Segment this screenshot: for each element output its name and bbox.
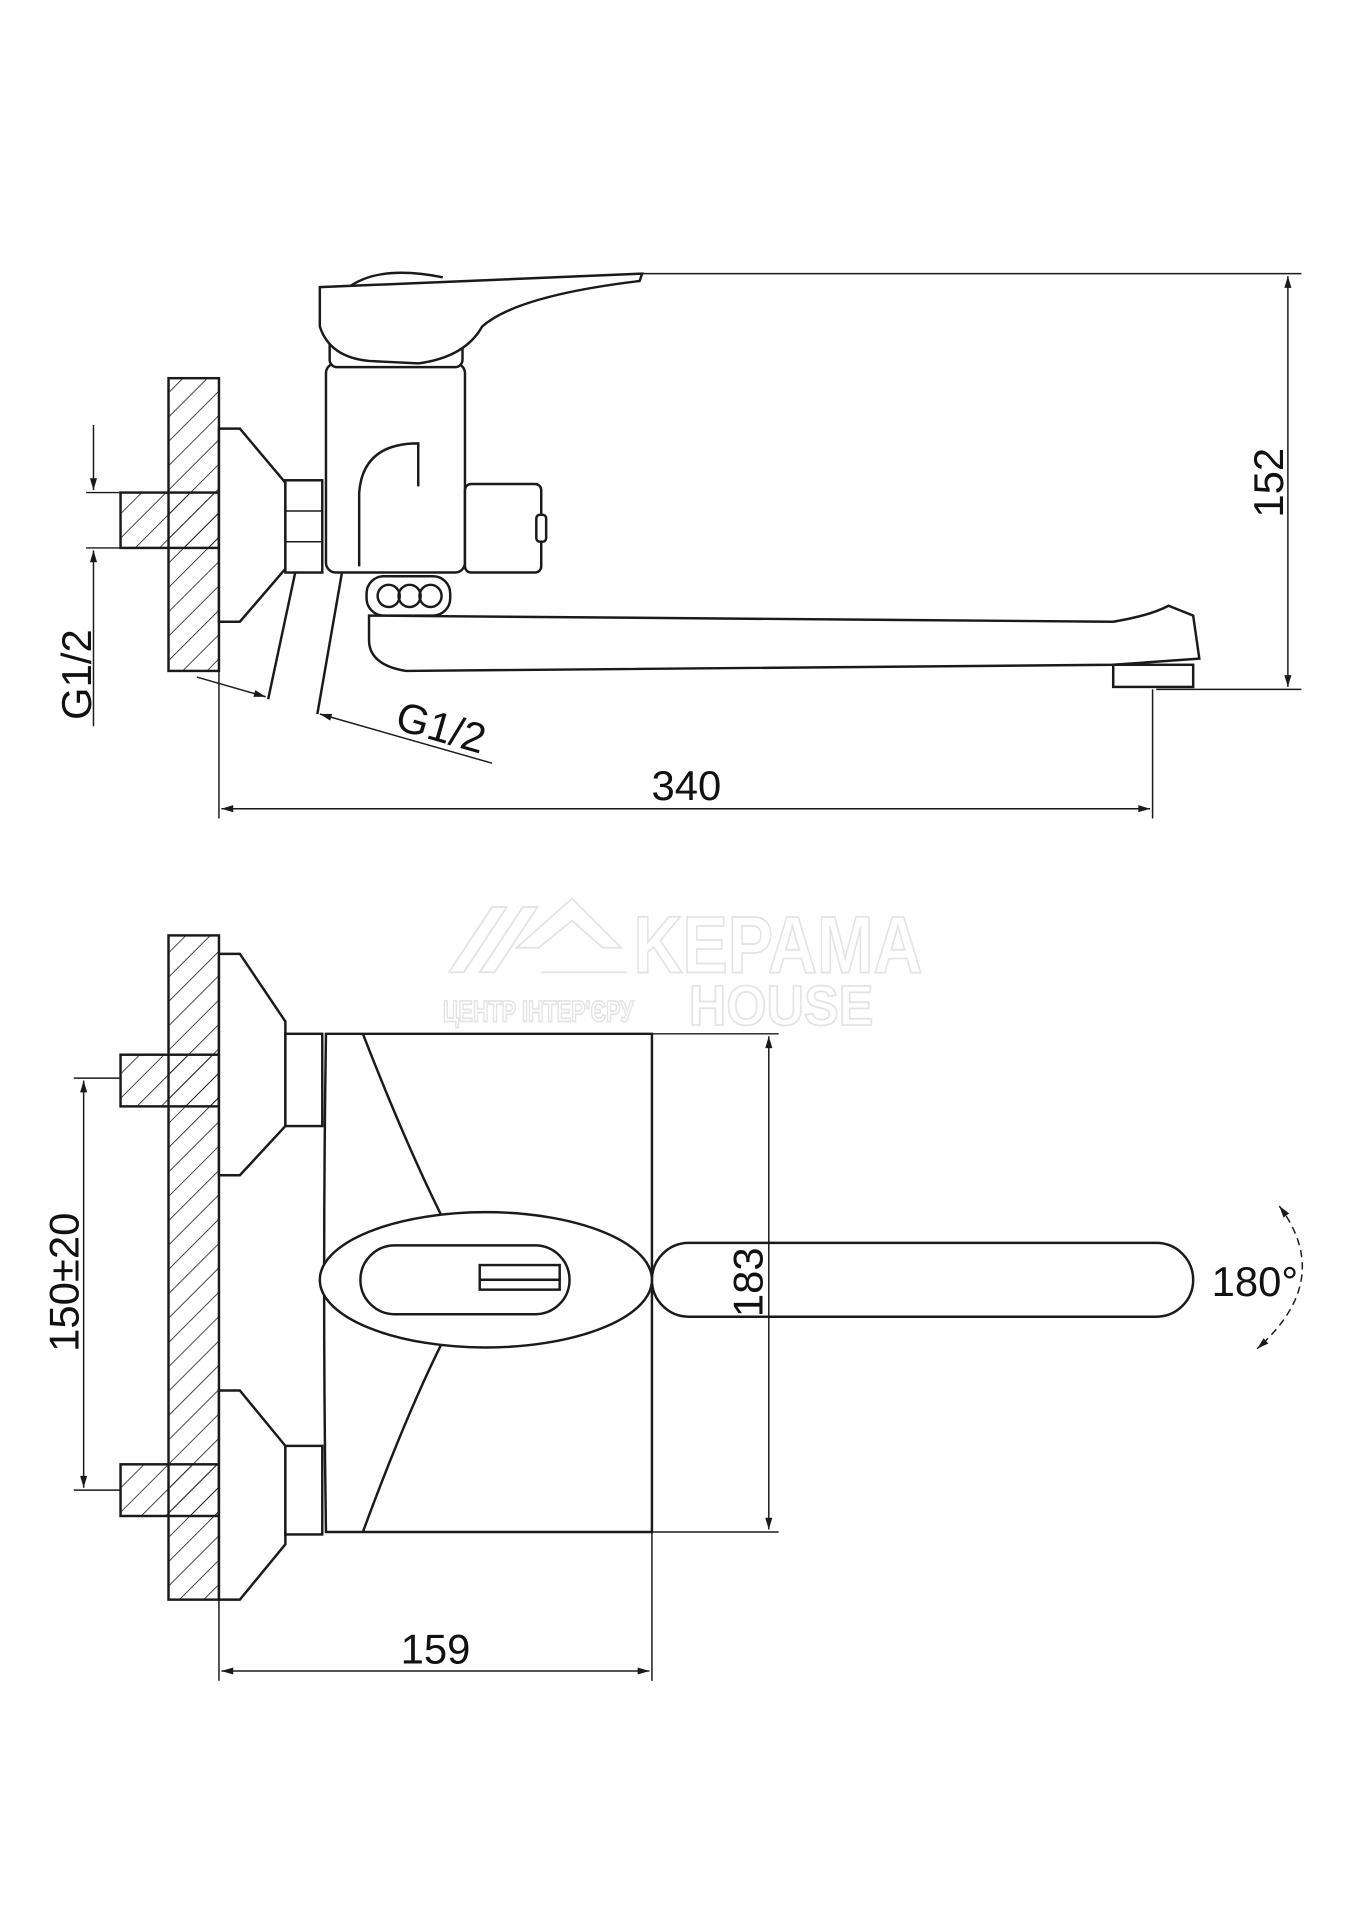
house-logo-icon [447,897,628,974]
height-dimension: 152 [1245,448,1292,518]
connector-nut [284,479,324,574]
swivel-ring [365,574,452,617]
side-view: 152 340 G1/2 G1/2 [53,271,1302,819]
body-width-dimension: 183 [725,1247,772,1317]
escutcheon [217,427,287,623]
nut-top [284,1032,324,1128]
length-dimension: 340 [651,762,721,809]
inlet-pipe [119,491,221,550]
body-depth-dimension: 159 [401,1626,471,1673]
mixer-body [324,362,467,574]
top-view: 183 150±20 159 180° [41,934,1304,1681]
escutcheon-top [217,952,287,1177]
lever-handle [318,272,644,365]
escutcheon-bottom [217,1389,287,1601]
spout [367,604,1201,673]
inlet-pipe-top [119,1053,221,1108]
diverter-knob [463,482,543,574]
nut-bottom [284,1444,324,1536]
outlet-connector [266,572,344,715]
rotation-dimension: 180° [1212,1258,1298,1305]
inlet-pipe-bottom [119,1463,221,1518]
outlet-thread-dimension: G1/2 [391,692,491,762]
svg-text:ЦЕНТР ІНТЕР'ЄРУ: ЦЕНТР ІНТЕР'ЄРУ [443,996,634,1029]
watermark-logo: KEPAMA HOUSE ЦЕНТР ІНТЕР'ЄРУ [442,897,923,1038]
inlet-thread-dimension: G1/2 [53,629,100,720]
rotation-arc [1256,1205,1304,1350]
svg-text:HOUSE: HOUSE [689,974,874,1037]
aerator [1111,663,1195,689]
center-distance-dimension: 150±20 [41,1213,88,1352]
svg-text:KEPAMA: KEPAMA [633,900,922,990]
